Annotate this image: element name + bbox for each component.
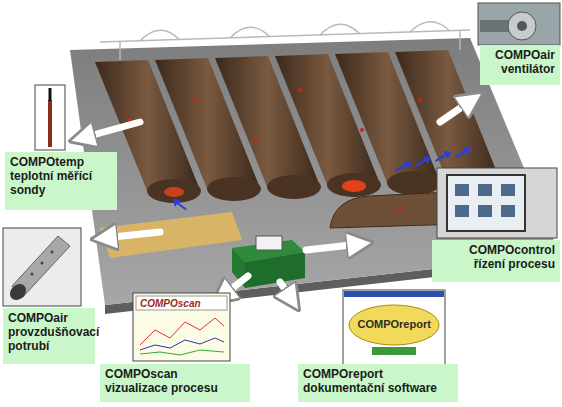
product-name: COMPOtemp [10,155,112,169]
pipe-hole [51,251,54,254]
report-logo [349,305,439,345]
air-arrow [395,161,411,172]
sensor-dot [253,138,257,142]
pipe-end [7,281,30,304]
frame-beam [100,30,470,42]
pointer-arrow [306,244,360,250]
control-screen-photo [437,168,557,238]
air-arrow [415,156,431,167]
photo-frame [437,168,557,238]
product-name: COMPOscan [105,367,245,381]
label-box: COMPOairventilátor [480,45,560,85]
product-description: dokumentační software [303,381,453,395]
chart-line [140,318,224,345]
product-description: řízení procesu [437,257,555,271]
air-arrow [455,147,471,158]
heat-glow [342,180,366,192]
product-description: ventilátor [485,62,555,76]
sprinkler-frame [100,22,470,60]
air-arrows [173,147,471,210]
screen-icon [455,205,469,217]
pipe-photo [3,228,81,306]
product-name: COMPOair [8,311,90,325]
fan-hub [517,21,527,31]
station-device [256,236,282,250]
photo-frame [133,293,230,361]
air-arrow [435,151,451,162]
screen-title: COMPOreport [358,318,431,330]
windrow-face [207,177,261,201]
frame-leg [119,41,121,60]
product-description: vizualizace procesu [105,381,245,395]
frame-leg [459,30,461,50]
sensor-dot [418,98,422,102]
sensor-dot [193,98,197,102]
sensor-dots [128,88,472,210]
sensor-dot [360,128,364,132]
probe-photo [35,85,65,150]
sensor-dot [298,88,302,92]
screen-icon [501,205,515,217]
pointer-arrows [82,100,472,300]
photo-frame [478,3,560,45]
pointer-arrow [82,122,140,138]
label-box: COMPOscanvizualizace procesu [100,364,250,402]
product-description: teplotní měřící sondy [10,169,96,197]
product-description: provzdušňovací potrubí [8,325,90,353]
windrow-face [387,171,441,195]
fan-housing [508,12,536,40]
photo-frame [35,85,65,150]
touch-screen [447,175,525,231]
concrete-slab [70,38,560,305]
pipe-hole [41,262,44,265]
title-bar [344,291,444,297]
product-name: COMPOreport [303,367,453,381]
chart-line [140,338,224,350]
report-screenshot [343,290,445,365]
pipe-hole [31,273,34,276]
screen-icon [501,184,515,196]
product-name: COMPOair [485,48,555,62]
fan-photo [478,3,560,45]
windrow-face [327,173,381,197]
air-arrow [173,199,187,210]
screen-icon [478,184,492,196]
report-button [372,347,416,355]
photo-frame [3,228,81,306]
pointer-arrow [104,232,160,238]
screen-icon [478,205,492,217]
chart-line [140,350,224,355]
label-box: COMPOreportdokumentační software [298,364,458,402]
scan-screenshot [133,293,230,361]
screen-title: COMPOscan [140,298,201,309]
label-box: COMPOcontrolřízení procesu [432,240,560,282]
pointer-arrow [440,100,472,122]
screen-header [136,296,227,310]
station-front [245,252,305,288]
probe-cable [49,88,52,101]
probe-rod [48,100,52,147]
product-name: COMPOcontrol [437,243,555,257]
heat-glow [164,187,184,197]
screen-icon [455,184,469,196]
pointer-arrow [280,282,292,300]
sensor-dot [398,206,402,210]
label-box: COMPOtempteplotní měřící sondy [5,152,117,210]
frame-arches [140,22,450,41]
windrow-face [267,175,321,199]
photo-frame [343,290,445,365]
label-box: COMPOairprovzdušňovací potrubí [3,308,95,364]
aeration-trench [100,212,242,258]
fan-pipe [480,20,510,32]
